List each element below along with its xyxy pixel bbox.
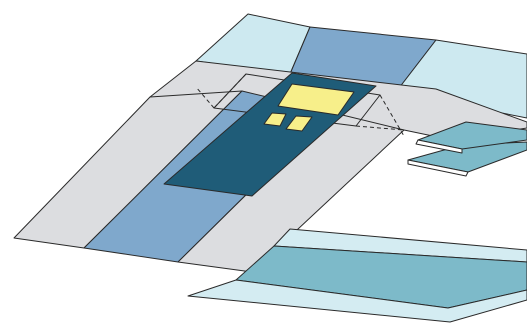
bottom-sheet xyxy=(187,228,527,323)
side-sheet-lower-edge xyxy=(407,159,469,177)
fold-guide-right xyxy=(379,94,405,137)
fold-guide-right-2 xyxy=(355,125,405,131)
side-sheet-upper xyxy=(417,121,527,150)
side-sheet-stack xyxy=(407,121,527,177)
side-sheet-upper-edge xyxy=(415,139,463,154)
large-adhesive-pad xyxy=(277,83,355,116)
fold-guide-left-2 xyxy=(195,86,215,109)
side-sheet-lower xyxy=(407,141,527,173)
small-adhesive-pad-right xyxy=(285,115,313,132)
small-adhesive-pad-left xyxy=(263,112,287,127)
bottom-sheet-front-band xyxy=(187,279,527,323)
adhesive-pads xyxy=(263,83,355,132)
bottom-sheet-back-band xyxy=(273,228,527,263)
